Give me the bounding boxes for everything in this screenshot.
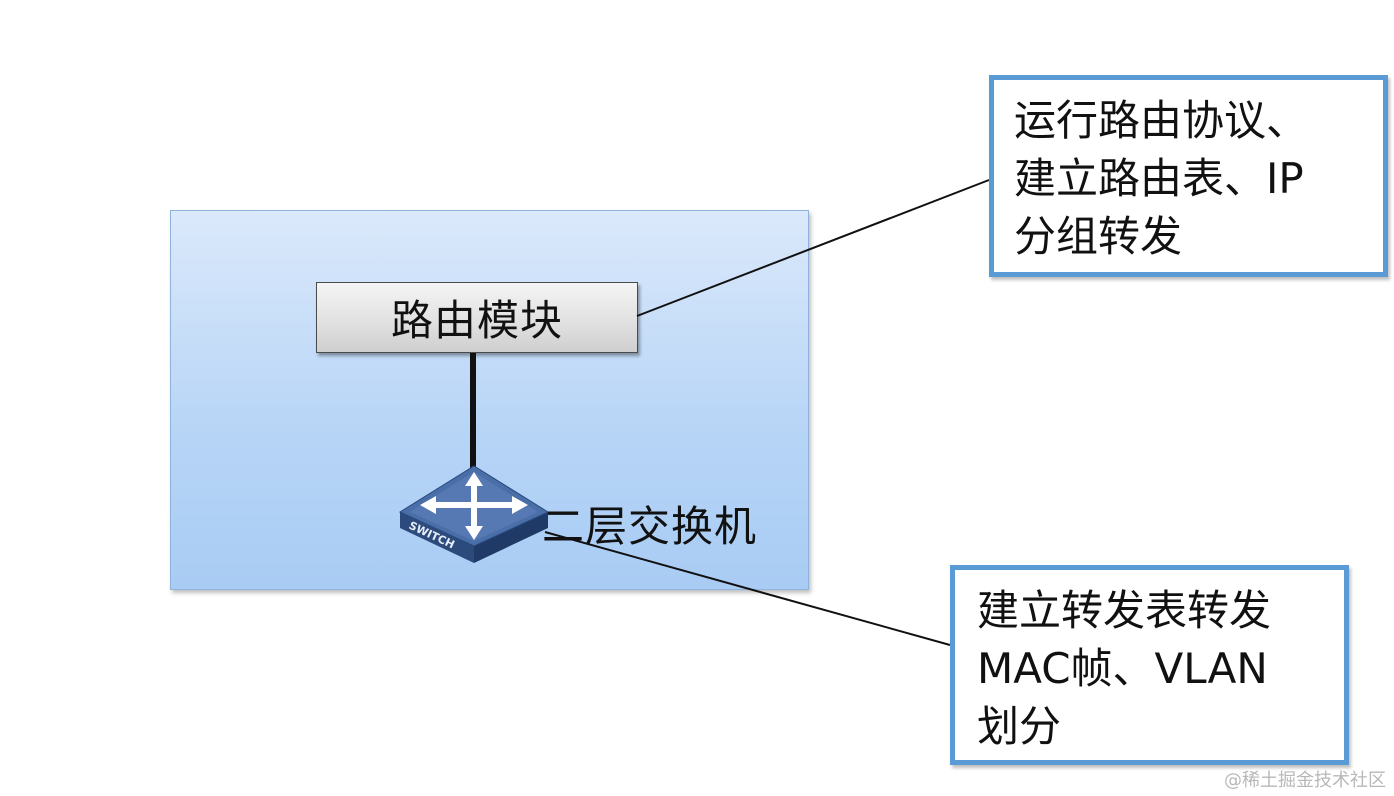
module-connector-line xyxy=(470,353,476,468)
callout-line: 建立转发表转发 xyxy=(977,586,1272,635)
layer2-switch-label: 二层交换机 xyxy=(542,502,758,551)
watermark-text: @稀土掘金技术社区 xyxy=(1224,770,1386,791)
routing-module-label: 路由模块 xyxy=(390,296,563,345)
switching-functions-callout: 建立转发表转发 MAC帧、VLAN 划分 xyxy=(950,565,1349,765)
routing-functions-callout: 运行路由协议、 建立路由表、IP 分组转发 xyxy=(989,75,1388,277)
switch-icon: SWITCH xyxy=(398,465,550,563)
callout-line: 划分 xyxy=(977,702,1062,751)
callout-line: 分组转发 xyxy=(1014,212,1183,261)
callout-line: 建立路由表、IP xyxy=(1014,154,1304,203)
bottom-callout-leader-line xyxy=(544,531,951,646)
callout-line: 运行路由协议、 xyxy=(1014,96,1309,145)
callout-line: MAC帧、VLAN xyxy=(977,644,1268,693)
routing-module-box: 路由模块 xyxy=(316,282,638,353)
top-callout-leader-line xyxy=(636,179,990,317)
